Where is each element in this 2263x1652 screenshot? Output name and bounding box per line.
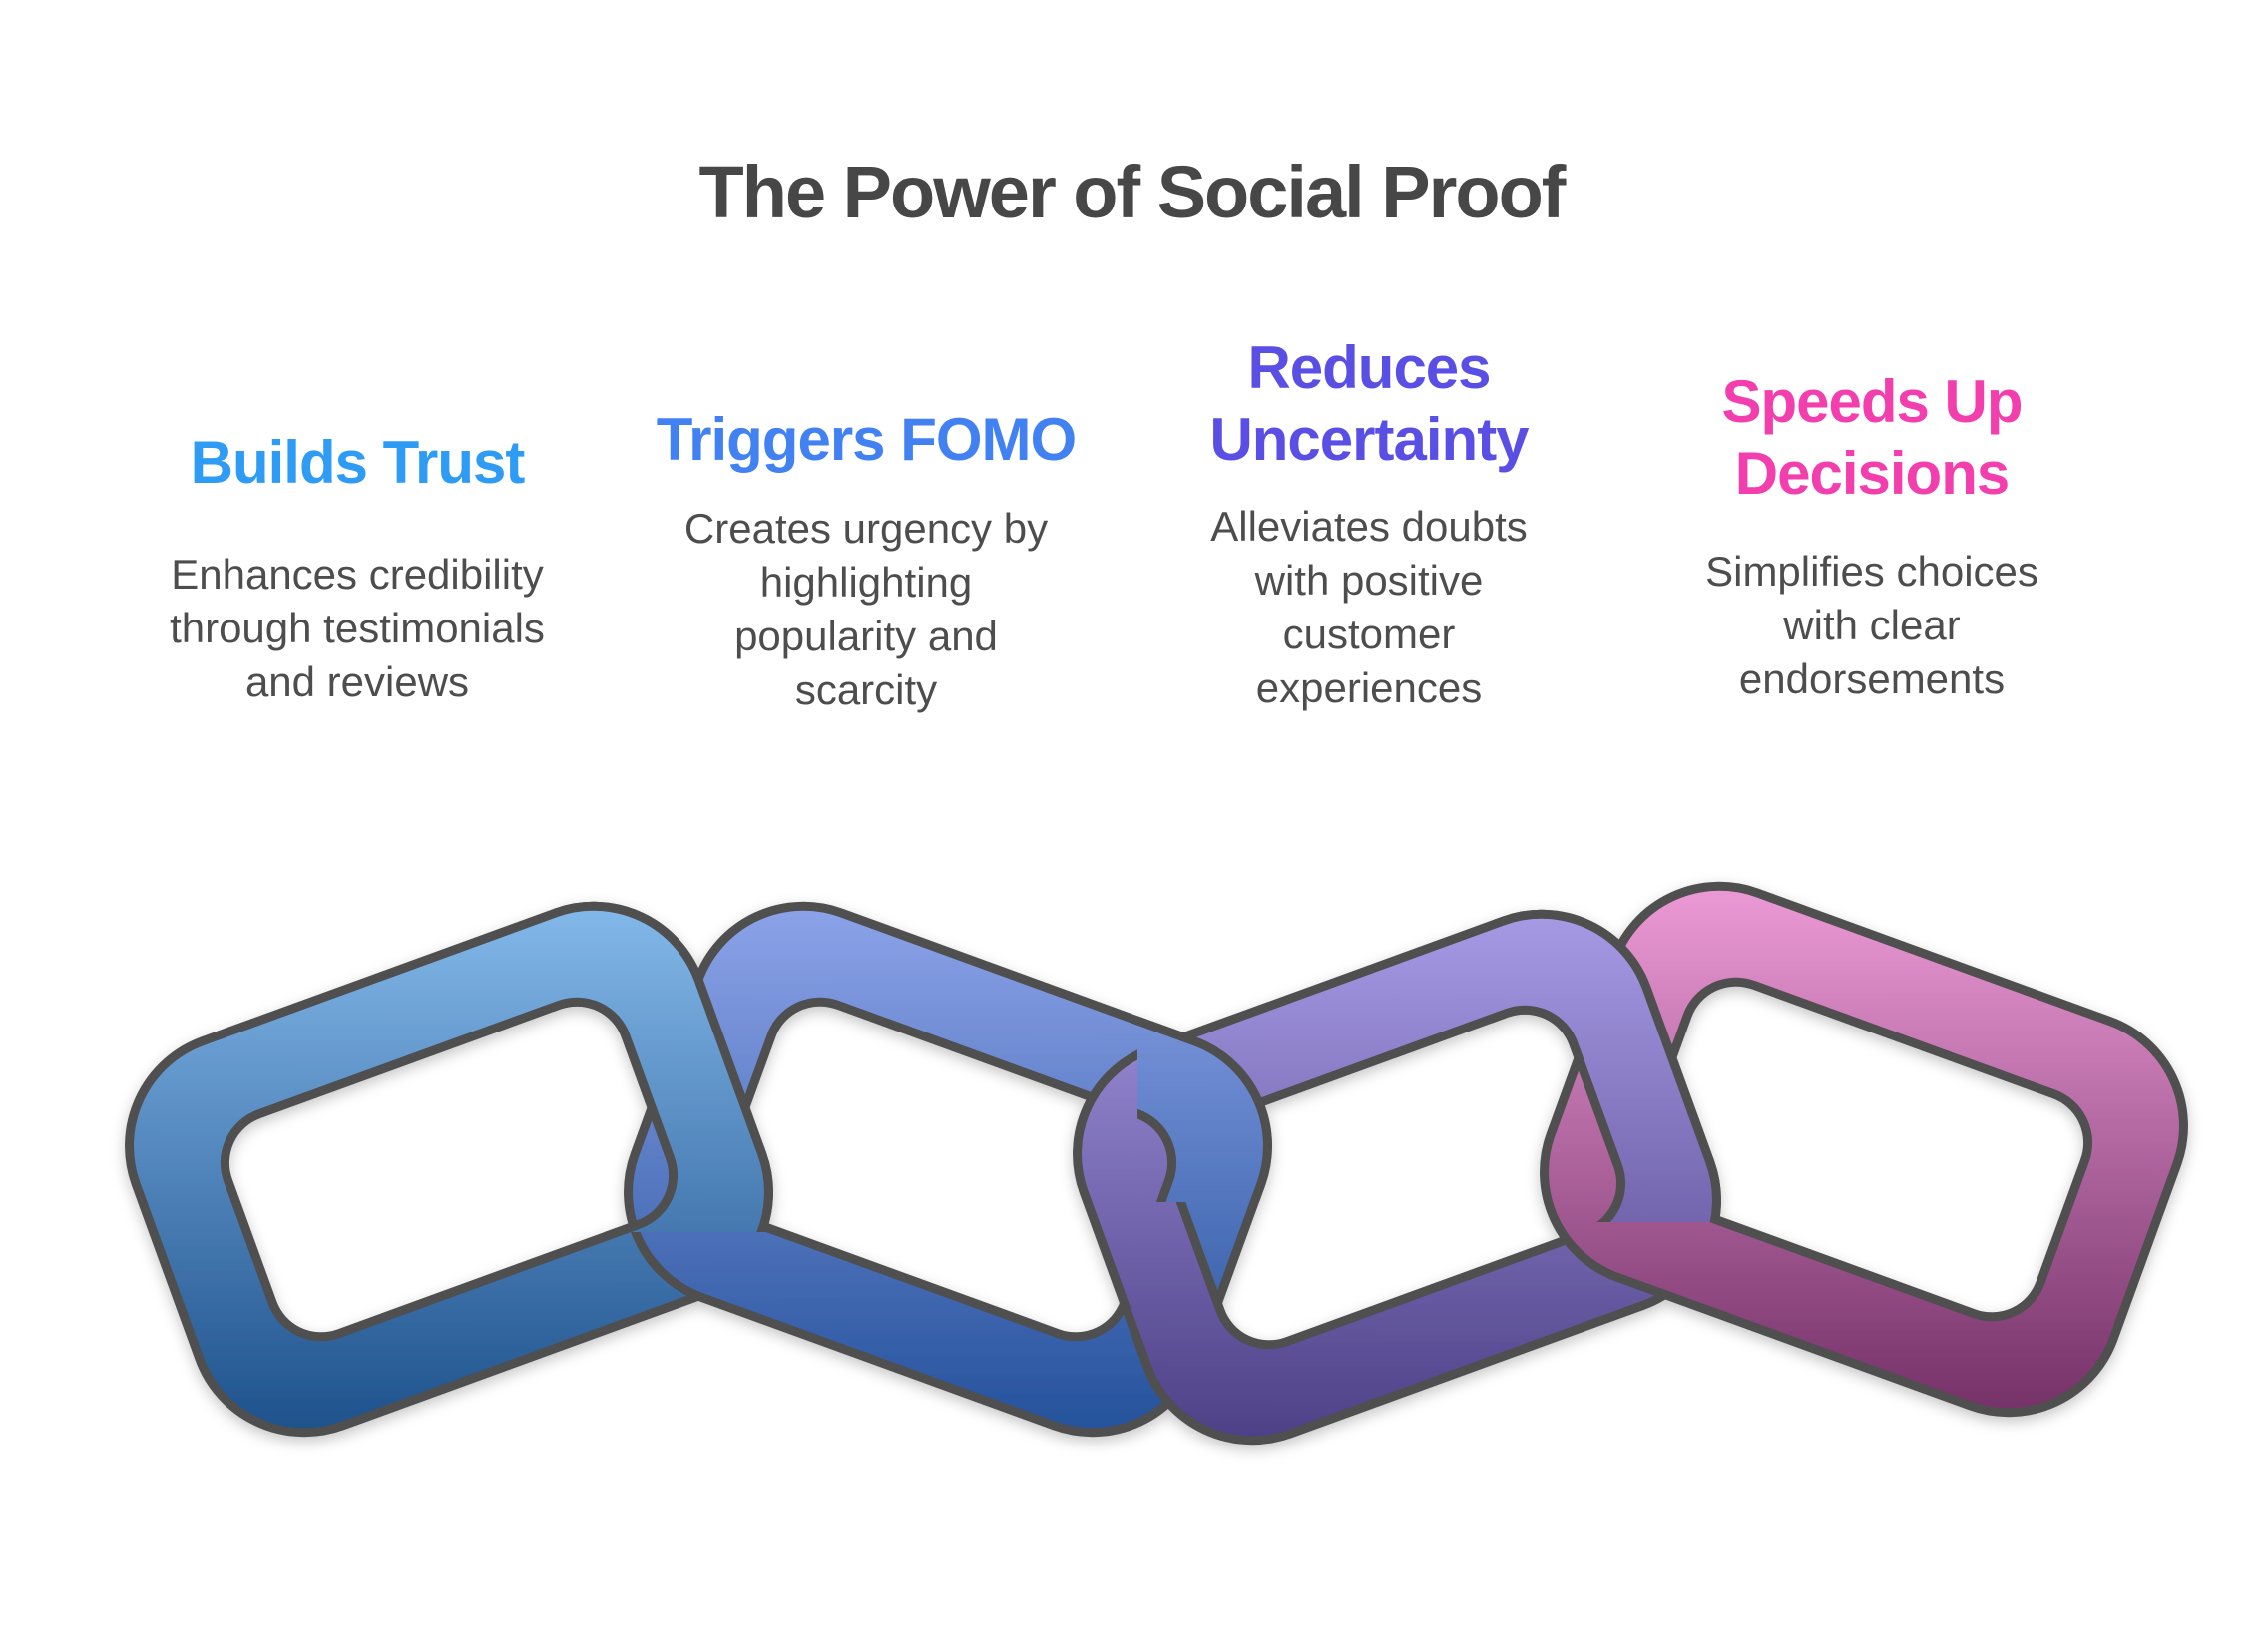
column-heading: Speeds Up Decisions bbox=[1721, 368, 2023, 507]
column-heading: Triggers FOMO bbox=[656, 406, 1077, 473]
column-heading: Builds Trust bbox=[190, 429, 526, 496]
column-description: Alleviates doubts with positive customer… bbox=[1210, 503, 1528, 711]
page-title: The Power of Social Proof bbox=[698, 151, 1567, 233]
column-description: Simplifies choices with clear endorsemen… bbox=[1705, 548, 2038, 702]
column-description: Creates urgency by highlighting populari… bbox=[683, 505, 1049, 713]
column-heading: Reduces Uncertainty bbox=[1209, 334, 1529, 473]
column-description: Enhances credibility through testimonial… bbox=[170, 551, 545, 705]
